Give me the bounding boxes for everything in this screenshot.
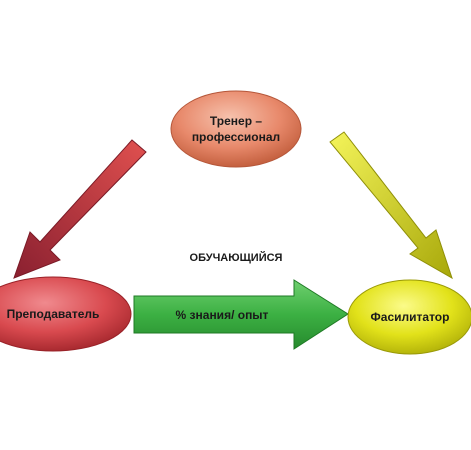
node-trainer: Тренер – профессионал [170,90,302,168]
arrow-to-teacher [13,139,147,279]
node-teacher: Преподаватель [0,276,132,352]
arrow-to-facilitator [329,131,453,280]
node-trainer-line2: профессионал [192,130,280,144]
node-trainer-line1: Тренер – [210,114,262,128]
node-facilitator: Фасилитатор [347,279,471,355]
node-teacher-label: Преподаватель [7,307,100,321]
center-arrow [133,279,349,350]
center-arrow-label: % знания/ опыт [176,308,269,322]
learner-label: ОБУЧАЮЩИЙСЯ [190,251,283,264]
node-facilitator-label: Фасилитатор [371,310,450,324]
